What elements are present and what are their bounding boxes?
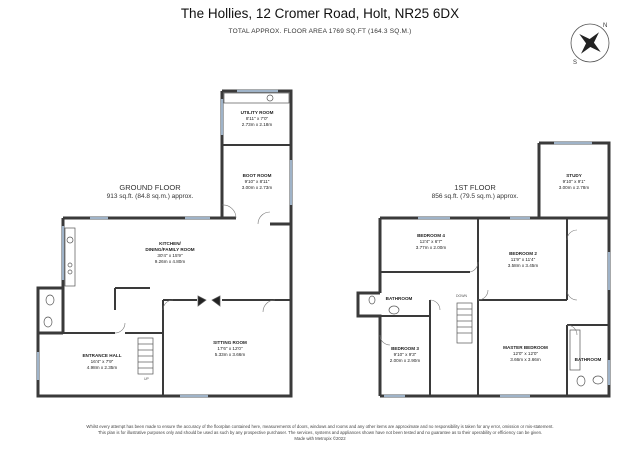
stairs-up-label: UP bbox=[144, 377, 149, 381]
first-floor-name: 1ST FLOOR bbox=[454, 183, 496, 192]
property-address: The Hollies, 12 Cromer Road, Holt, NR25 … bbox=[180, 6, 460, 21]
bathroom1-walls bbox=[356, 291, 382, 396]
room-study: STUDY 9'10" x 9'1" 3.00m x 2.78m bbox=[543, 173, 605, 191]
room-utility-name: UTILITY ROOM bbox=[240, 110, 274, 115]
first-floor-outer bbox=[380, 216, 611, 398]
stairs-down-label: DOWN bbox=[456, 294, 468, 298]
room-bedroom2-name: BEDROOM 2 bbox=[509, 251, 537, 256]
room-boot-imperial: 9'10" x 8'11" bbox=[244, 179, 270, 184]
room-master-name: MASTER BEDROOM bbox=[503, 345, 548, 350]
disclaimer-line2: This plan is for illustrative purposes o… bbox=[97, 430, 543, 436]
room-entrance-name: ENTRANCE HALL bbox=[82, 353, 122, 358]
room-utility: UTILITY ROOM 8'11" x 7'0" 2.73m x 2.18m bbox=[226, 110, 288, 128]
room-master-metric: 3.66m x 3.66m bbox=[510, 357, 541, 362]
room-bedroom3-name: BEDROOM 3 bbox=[391, 346, 419, 351]
first-floor-area: 856 sq.ft. (79.5 sq.m.) approx. bbox=[431, 193, 519, 200]
door-swings bbox=[114, 204, 578, 346]
room-bedroom4-imperial: 12'4" x 6'7" bbox=[419, 239, 443, 244]
disclaimer-line3: Made with Metropix ©2022 bbox=[294, 436, 346, 442]
wc-walls bbox=[36, 286, 63, 335]
room-kitchen-imperial: 30'4" x 15'9" bbox=[157, 253, 183, 258]
room-sitting-metric: 5.33m x 3.66m bbox=[214, 352, 246, 357]
compass-n-label: N bbox=[603, 23, 607, 29]
compass-s-label: S bbox=[573, 60, 577, 66]
compass-icon: N S bbox=[570, 23, 610, 66]
room-boot-metric: 3.00m x 2.73m bbox=[241, 185, 273, 190]
room-bedroom4-name: BEDROOM 4 bbox=[417, 233, 445, 238]
room-bedroom4-metric: 3.77m x 2.00m bbox=[415, 245, 447, 250]
room-kitchen-metric: 9.26m x 4.80m bbox=[154, 259, 186, 264]
room-study-metric: 3.00m x 2.78m bbox=[558, 185, 590, 190]
ground-floor-area: 913 sq.ft. (84.8 sq.m.) approx. bbox=[106, 193, 194, 200]
room-kitchen-name2: DINING/FAMILY ROOM bbox=[145, 247, 195, 252]
room-kitchen-name: KITCHEN/ bbox=[159, 241, 181, 246]
room-bedroom2-metric: 3.58m x 3.45m bbox=[507, 263, 539, 268]
room-master-imperial: 12'0" x 12'0" bbox=[512, 351, 539, 356]
room-entrance: ENTRANCE HALL 16'4" x 7'9" 4.98m x 2.35m bbox=[62, 353, 142, 371]
room-bedroom2-imperial: 11'9" x 11'4" bbox=[510, 257, 536, 262]
ground-floor-name: GROUND FLOOR bbox=[119, 183, 181, 192]
room-bathroom1: BATHROOM bbox=[374, 296, 424, 302]
room-bedroom3-metric: 2.00m x 2.90m bbox=[389, 358, 421, 363]
total-floor-area: TOTAL APPROX. FLOOR AREA 1769 SQ.FT (164… bbox=[228, 28, 412, 35]
fixtures bbox=[43, 92, 604, 387]
room-master: MASTER BEDROOM 12'0" x 12'0" 3.66m x 3.6… bbox=[488, 345, 563, 363]
ground-floor-label: GROUND FLOOR 913 sq.ft. (84.8 sq.m.) app… bbox=[85, 183, 215, 201]
room-boot-name: BOOT ROOM bbox=[242, 173, 272, 178]
room-bedroom3-imperial: 9'10" x 9'3" bbox=[393, 352, 417, 357]
room-kitchen: KITCHEN/ DINING/FAMILY ROOM 30'4" x 15'9… bbox=[120, 241, 220, 265]
room-sitting-imperial: 17'6" x 12'0" bbox=[217, 346, 243, 351]
first-floor-label: 1ST FLOOR 856 sq.ft. (79.5 sq.m.) approx… bbox=[410, 183, 540, 201]
disclaimer: Whilst every attempt has been made to en… bbox=[20, 424, 620, 443]
room-bedroom3: BEDROOM 3 9'10" x 9'3" 2.00m x 2.90m bbox=[382, 346, 428, 364]
room-sitting-name: SITTING ROOM bbox=[213, 340, 247, 345]
room-bathroom2: BATHROOM bbox=[568, 357, 608, 363]
disclaimer-line1: Whilst every attempt has been made to en… bbox=[86, 424, 554, 429]
room-bathroom2-name: BATHROOM bbox=[574, 357, 602, 362]
room-bathroom1-name: BATHROOM bbox=[385, 296, 413, 301]
room-study-name: STUDY bbox=[566, 173, 582, 178]
room-boot: BOOT ROOM 9'10" x 8'11" 3.00m x 2.73m bbox=[226, 173, 288, 191]
room-study-imperial: 9'10" x 9'1" bbox=[562, 179, 586, 184]
room-bedroom2: BEDROOM 2 11'9" x 11'4" 3.58m x 3.45m bbox=[488, 251, 558, 269]
room-sitting: SITTING ROOM 17'6" x 12'0" 5.33m x 3.66m bbox=[190, 340, 270, 358]
room-utility-metric: 2.73m x 2.18m bbox=[241, 122, 273, 127]
room-entrance-imperial: 16'4" x 7'9" bbox=[90, 359, 114, 364]
room-utility-imperial: 8'11" x 7'0" bbox=[245, 116, 269, 121]
room-entrance-metric: 4.98m x 2.35m bbox=[86, 365, 118, 370]
room-bedroom4: BEDROOM 4 12'4" x 6'7" 3.77m x 2.00m bbox=[396, 233, 466, 251]
windows bbox=[36, 89, 611, 398]
